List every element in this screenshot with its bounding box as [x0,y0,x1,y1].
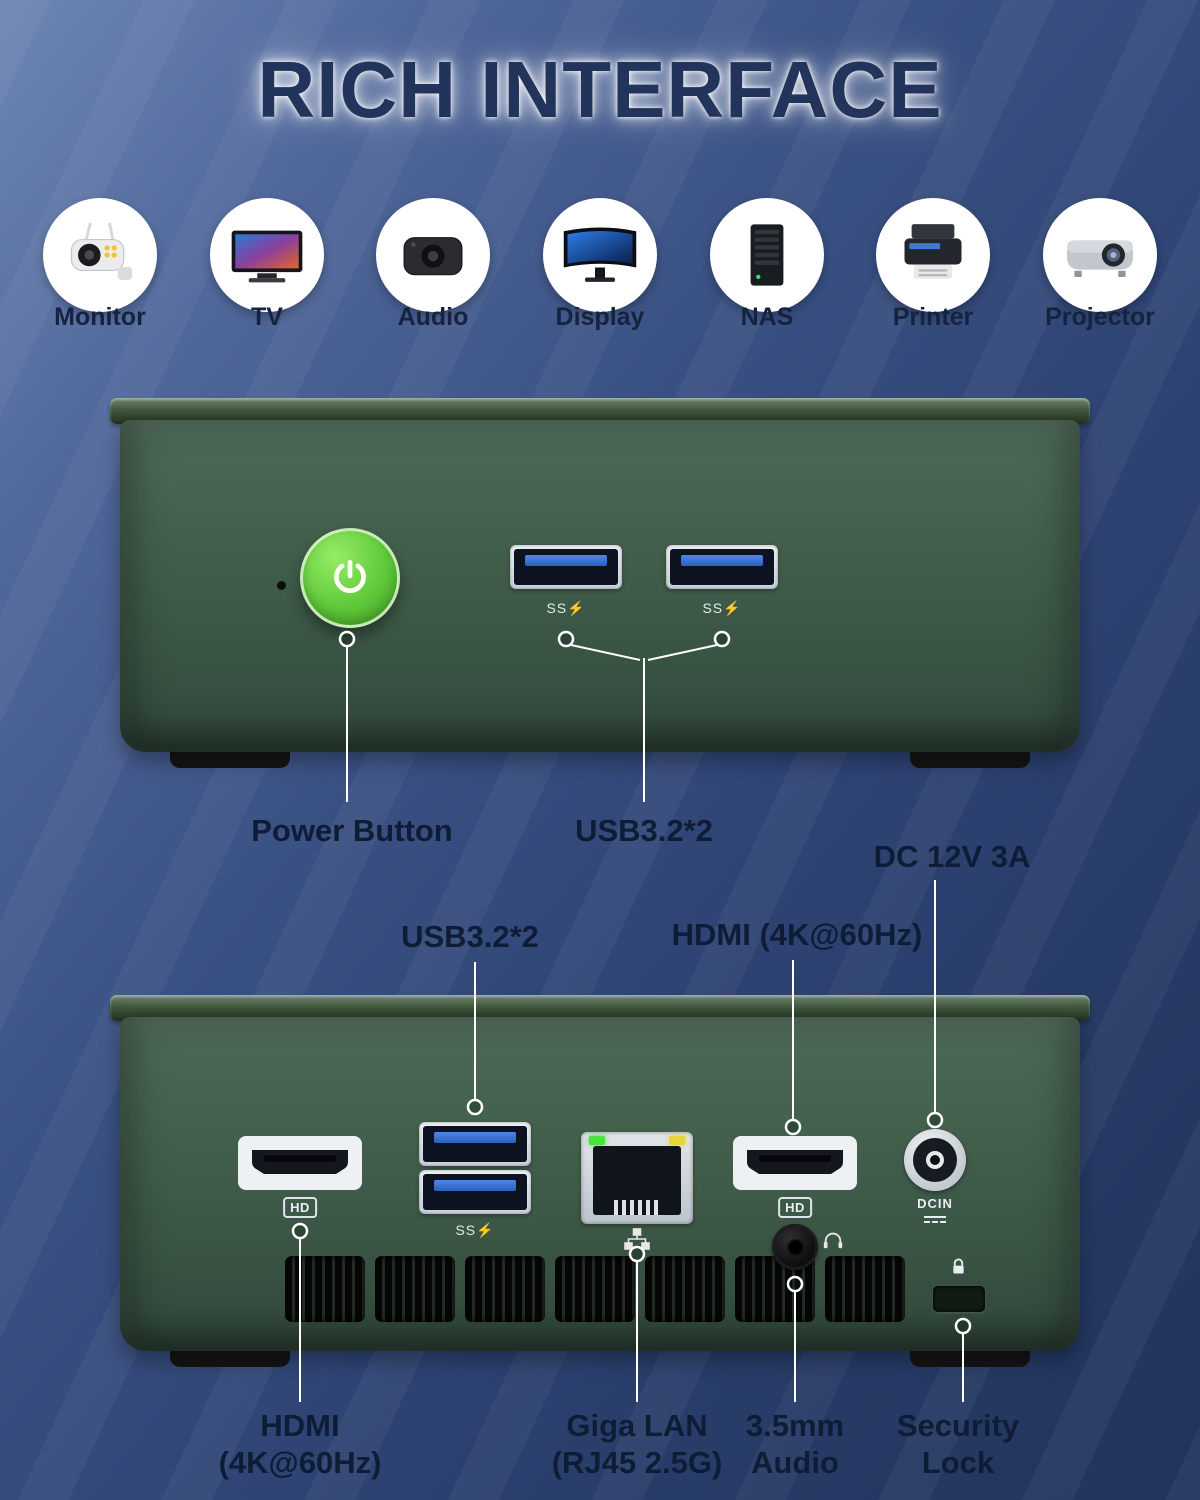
vent-grille [285,1256,365,1322]
hdmi-hd-marking-2: HD [778,1197,812,1218]
device-circle-monitor [43,198,157,312]
network-icon [624,1228,650,1250]
callout-line: (4K@60Hz) [218,1445,382,1480]
front-foot-right [910,748,1030,768]
device-label-audio: Audio [397,303,469,331]
device-circle-tv [210,198,324,312]
rear-usb-port-1 [419,1122,531,1166]
device-circle-projector [1043,198,1157,312]
security-camera-icon [70,222,133,280]
security-lock-slot [933,1286,985,1312]
rear-foot-right [910,1347,1030,1367]
lan-led-yellow [669,1136,685,1145]
device-label-monitor: Monitor [54,303,146,331]
dcin-marking: DCIN [917,1196,953,1211]
rear-usb-port-2 [419,1170,531,1214]
lock-icon [953,1258,964,1274]
hdmi-hd-marking-1: HD [283,1197,317,1218]
callout-front-usb: USB3.2*2 [575,813,713,848]
callout-lan: Giga LAN (RJ45 2.5G) [552,1407,723,1481]
dc-symbol-icon [924,1216,946,1223]
display-icon [563,227,637,282]
power-button[interactable] [300,528,400,628]
headphone-icon [823,1232,843,1249]
audio-jack-port [772,1224,818,1270]
power-led-dot [277,581,286,590]
vent-grille [375,1256,455,1322]
usb-ss-marking-front-2: SS⚡ [702,600,742,616]
device-circle-nas [710,198,824,312]
device-label-tv: TV [251,303,283,331]
dc-power-port [904,1129,966,1191]
callout-line: Giga LAN [566,1408,708,1443]
callout-security-lock: Security Lock [897,1407,1019,1481]
callout-line: (RJ45 2.5G) [551,1445,723,1480]
front-usb-port-1 [510,545,622,589]
vent-grille [825,1256,905,1322]
callout-power-button: Power Button [251,813,453,848]
usb-ss-marking-front-1: SS⚡ [546,600,586,616]
callout-rear-hdmi-top: HDMI (4K@60Hz) [671,917,923,952]
device-label-projector: Projector [1045,303,1155,331]
vent-grille [465,1256,545,1322]
callout-audio: 3.5mm Audio [746,1407,844,1481]
callout-line: Audio [751,1445,839,1480]
nas-server-icon [750,224,784,286]
callout-rear-usb: USB3.2*2 [401,919,539,954]
hdmi-connector-icon [733,1136,857,1190]
device-circle-printer [876,198,990,312]
rear-foot-left [170,1347,290,1367]
hdmi-connector-icon [238,1136,362,1190]
ethernet-port [581,1132,693,1224]
callout-line: HDMI [260,1408,340,1443]
tv-icon [231,230,303,283]
device-label-display: Display [555,303,645,331]
front-foot-left [170,748,290,768]
device-label-printer: Printer [892,303,974,331]
page-title: RICH INTERFACE [257,45,943,134]
callout-rear-hdmi-bottom: HDMI (4K@60Hz) [219,1407,382,1481]
callout-dc-power: DC 12V 3A [873,839,1031,874]
power-icon [334,559,366,593]
speaker-icon [403,237,463,276]
vent-grille [645,1256,725,1322]
lan-led-green [589,1136,605,1145]
callout-line: 3.5mm [745,1408,845,1443]
projector-icon [1067,240,1133,277]
rear-hdmi-port-1 [238,1136,362,1190]
device-circle-display [543,198,657,312]
front-usb-port-2 [666,545,778,589]
front-chassis-lid [110,398,1090,424]
device-circle-audio [376,198,490,312]
callout-line: Security [896,1408,1020,1443]
device-label-nas: NAS [740,303,794,331]
vent-grille [555,1256,635,1322]
rear-chassis-lid [110,995,1090,1021]
usb-ss-marking-rear: SS⚡ [455,1222,495,1238]
callout-line: Lock [921,1445,995,1480]
printer-icon [904,224,962,279]
rear-hdmi-port-2 [733,1136,857,1190]
